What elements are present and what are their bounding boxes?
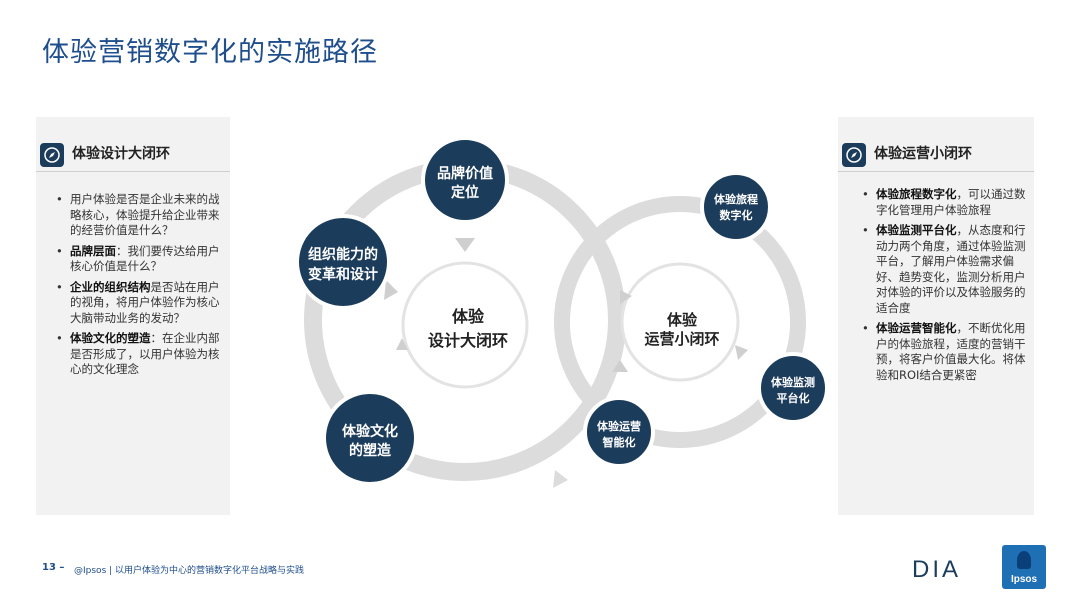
node-operation-smart: 体验运营 智能化 bbox=[583, 396, 655, 468]
node-experience-culture: 体验文化 的塑造 bbox=[322, 390, 418, 486]
arrow-icon bbox=[735, 345, 748, 360]
node-brand-value: 品牌价值 定位 bbox=[421, 136, 509, 224]
operation-loop-panel: 体验运营小闭环 体验旅程数字化，可以通过数字化管理用户体验旅程 体验监测平台化，… bbox=[838, 117, 1034, 515]
svg-text:运营小闭环: 运营小闭环 bbox=[644, 330, 719, 348]
arrow-icon bbox=[384, 280, 398, 300]
bullet-item: 体验旅程数字化，可以通过数字化管理用户体验旅程 bbox=[862, 187, 1032, 218]
bullet-list: 体验旅程数字化，可以通过数字化管理用户体验旅程 体验监测平台化，从态度和行动力两… bbox=[862, 187, 1032, 388]
node-monitor-platform: 体验监测 平台化 bbox=[757, 352, 829, 424]
compass-icon bbox=[40, 143, 64, 167]
svg-text:变革和设计: 变革和设计 bbox=[308, 266, 378, 283]
panel-header: 体验运营小闭环 bbox=[838, 117, 1034, 172]
bullet-list: 用户体验是否是企业未来的战略核心，体验提升给企业带来的经营价值是什么？ 品牌层面… bbox=[56, 192, 226, 383]
operation-inner-ring bbox=[620, 262, 740, 382]
footer-text: @Ipsos | 以用户体验为中心的营销数字化平台战略与实践 bbox=[74, 566, 305, 576]
ipsos-logo: Ipsos bbox=[1002, 545, 1046, 589]
svg-text:智能化: 智能化 bbox=[603, 435, 636, 449]
bullet-item: 品牌层面：我们要传达给用户核心价值是什么？ bbox=[56, 244, 226, 275]
bullet-item: 体验监测平台化，从态度和行动力两个角度，通过体验监测平台，了解用户体验需求偏好、… bbox=[862, 223, 1032, 316]
svg-text:体验旅程: 体验旅程 bbox=[714, 192, 758, 206]
svg-text:平台化: 平台化 bbox=[777, 391, 810, 405]
arrow-icon bbox=[553, 470, 568, 488]
page-number: 13 – bbox=[42, 562, 65, 573]
arrow-icon bbox=[455, 238, 475, 252]
design-loop-center-label: 体验 设计大闭环 bbox=[428, 307, 508, 350]
page-title: 体验营销数字化的实施路径 bbox=[42, 37, 378, 68]
svg-text:设计大闭环: 设计大闭环 bbox=[428, 331, 508, 350]
svg-text:体验: 体验 bbox=[667, 311, 698, 329]
svg-text:体验文化: 体验文化 bbox=[342, 423, 398, 440]
svg-text:定位: 定位 bbox=[451, 184, 479, 201]
svg-text:品牌价值: 品牌价值 bbox=[437, 165, 493, 182]
dia-logo: DIA bbox=[912, 556, 962, 583]
design-inner-ring bbox=[401, 261, 529, 389]
operation-loop-ring bbox=[554, 196, 806, 448]
panel-title: 体验运营小闭环 bbox=[874, 146, 972, 162]
bullet-item: 用户体验是否是企业未来的战略核心，体验提升给企业带来的经营价值是什么？ bbox=[56, 192, 226, 239]
bullet-item: 企业的组织结构是否站在用户的视角，将用户体验作为核心大脑带动业务的发动？ bbox=[56, 280, 226, 327]
ipsos-mark-icon bbox=[1017, 551, 1031, 569]
panel-header: 体验设计大闭环 bbox=[36, 117, 230, 172]
compass-icon bbox=[842, 143, 866, 167]
panel-title: 体验设计大闭环 bbox=[72, 146, 170, 162]
arrow-icon bbox=[620, 290, 632, 304]
arrow-icon bbox=[396, 338, 408, 350]
svg-text:体验: 体验 bbox=[452, 307, 485, 326]
arrow-icon bbox=[612, 360, 628, 372]
operation-loop-center-label: 体验 运营小闭环 bbox=[644, 311, 719, 348]
design-loop-panel: 体验设计大闭环 用户体验是否是企业未来的战略核心，体验提升给企业带来的经营价值是… bbox=[36, 117, 230, 515]
svg-text:数字化: 数字化 bbox=[720, 208, 753, 222]
svg-text:体验监测: 体验监测 bbox=[771, 375, 815, 389]
bullet-item: 体验文化的塑造：在企业内部是否形成了，以用户体验为核心的文化理念 bbox=[56, 331, 226, 378]
bullet-item: 体验运营智能化，不断优化用户的体验旅程，适度的营销干预，将客户价值最大化。将体验… bbox=[862, 321, 1032, 383]
node-org-capability: 组织能力的 变革和设计 bbox=[295, 214, 391, 310]
svg-text:的塑造: 的塑造 bbox=[349, 442, 391, 459]
svg-text:组织能力的: 组织能力的 bbox=[308, 246, 378, 263]
svg-text:体验运营: 体验运营 bbox=[597, 419, 641, 433]
node-journey-digital: 体验旅程 数字化 bbox=[700, 171, 772, 243]
